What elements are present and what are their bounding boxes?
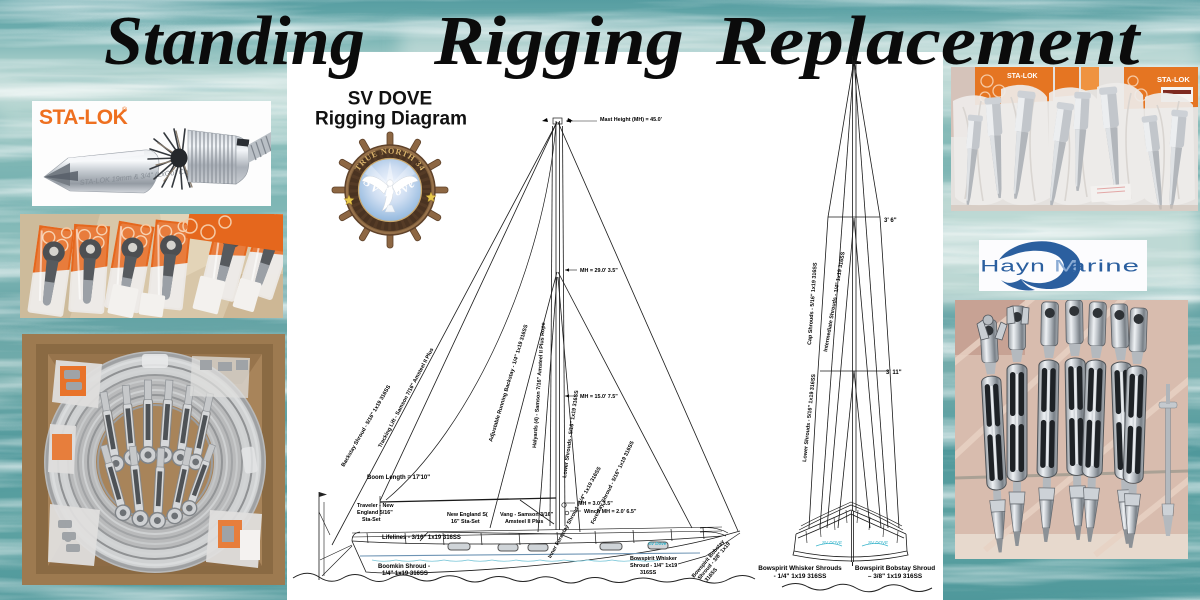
svg-text:STA-LOK: STA-LOK <box>1007 73 1038 80</box>
svg-text:Cap Shrouds - 5/16" 1x19 316SS: Cap Shrouds - 5/16" 1x19 316SS <box>807 262 819 345</box>
svg-text:England 5/16": England 5/16" <box>357 510 393 516</box>
svg-text:Rigging Diagram: Rigging Diagram <box>315 109 467 130</box>
svg-text:Sta-Set: Sta-Set <box>362 517 381 523</box>
svg-text:Adjustable Running Backstay -: Adjustable Running Backstay - 1/4" 1x19 … <box>488 324 530 443</box>
svg-text:Amsteel II Plus: Amsteel II Plus <box>505 519 543 525</box>
svg-text:SV Dove: SV Dove <box>648 541 667 546</box>
svg-text:SV DOVE: SV DOVE <box>868 540 889 545</box>
svg-text:Bowspirit Bobstay Shroud: Bowspirit Bobstay Shroud <box>855 565 935 572</box>
svg-text:MH = 3.0' 3.5": MH = 3.0' 3.5" <box>578 501 613 507</box>
svg-text:MH = 29.0' 3.5": MH = 29.0' 3.5" <box>580 268 618 274</box>
svg-text:Halyards (4) - Samson 7/16" A: Halyards (4) - Samson 7/16" Amsteel II P… <box>532 322 547 448</box>
svg-text:Backstay Shroud - 5/16" 1x19: Backstay Shroud - 5/16" 1x19 316SS <box>341 384 393 468</box>
svg-text:®: ® <box>122 106 128 114</box>
svg-text:1/4" 1x19 316SS: 1/4" 1x19 316SS <box>382 571 428 577</box>
svg-text:MH = 15.0' 7.5": MH = 15.0' 7.5" <box>580 394 618 400</box>
svg-text:Traveler - New: Traveler - New <box>357 503 394 509</box>
svg-text:Boomkin Shroud -: Boomkin Shroud - <box>378 564 430 570</box>
svg-text:16" Sta-Set: 16" Sta-Set <box>451 519 480 525</box>
svg-text:3' 11": 3' 11" <box>886 370 902 376</box>
svg-text:Bowspirit Whisker Shrouds: Bowspirit Whisker Shrouds <box>758 565 842 572</box>
svg-text:SV DOVE: SV DOVE <box>348 89 432 110</box>
svg-text:Mast Height (MH) = 45.0': Mast Height (MH) = 45.0' <box>600 117 662 123</box>
svg-text:Boom Length = 17'10": Boom Length = 17'10" <box>367 475 430 481</box>
svg-text:- 1/4" 1x19 316SS: - 1/4" 1x19 316SS <box>774 573 828 580</box>
svg-text:M: M <box>1054 257 1080 276</box>
svg-text:Bowspirit Whisker: Bowspirit Whisker <box>630 556 678 562</box>
svg-text:Winch MH = 2.0' 6.5": Winch MH = 2.0' 6.5" <box>584 509 637 515</box>
svg-text:Intermediate Shrouds - 1/4" 1: Intermediate Shrouds - 1/4" 1x19 316SS <box>823 251 847 352</box>
svg-text:Lifelines - 3/16" 1x19 316SS: Lifelines - 3/16" 1x19 316SS <box>382 535 461 541</box>
svg-text:– 3/8" 1x19 316SS: – 3/8" 1x19 316SS <box>868 573 923 580</box>
svg-text:Tracking Lift - Samson 7/16": Tracking Lift - Samson 7/16" Amsteel II … <box>377 347 435 449</box>
svg-text:arine: arine <box>1069 257 1140 276</box>
svg-text:3' 6": 3' 6" <box>884 218 897 224</box>
svg-text:STA-LOK: STA-LOK <box>1157 75 1190 84</box>
svg-text:Hayn: Hayn <box>980 257 1045 276</box>
svg-text:Vang - Samson 3/16": Vang - Samson 3/16" <box>500 512 554 518</box>
svg-text:Shroud - 1/4" 1x19: Shroud - 1/4" 1x19 <box>630 563 677 569</box>
svg-text:New England S(: New England S( <box>447 512 488 518</box>
svg-text:STA-LOK: STA-LOK <box>39 106 128 129</box>
svg-text:SV DOVE: SV DOVE <box>822 540 843 545</box>
svg-text:316SS: 316SS <box>640 570 657 576</box>
